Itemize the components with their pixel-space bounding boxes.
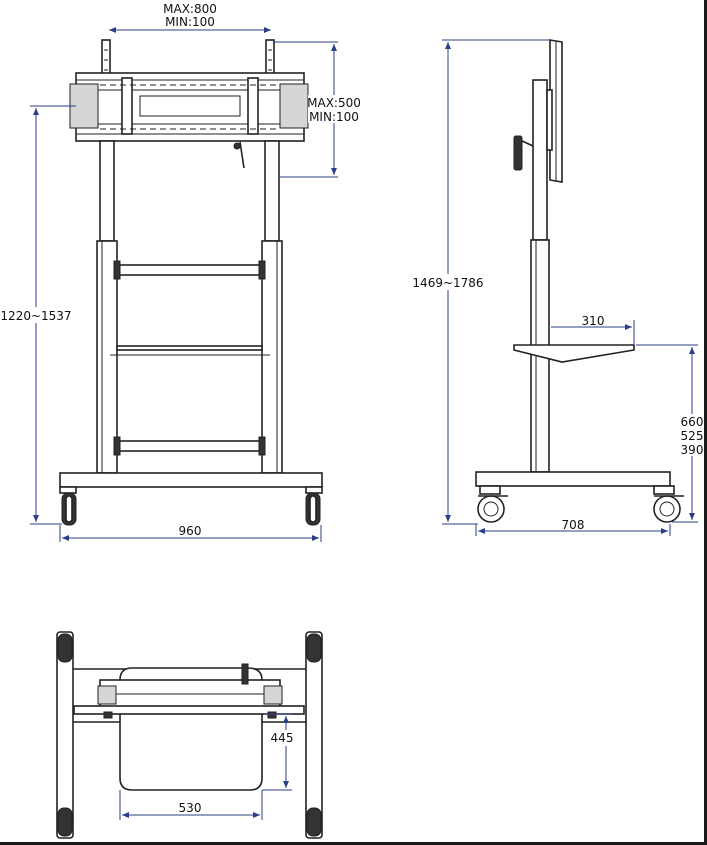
front-view: MAX:800 MIN:100 MAX:500 MIN:100 1220~153… [0, 2, 361, 542]
top-shelf-width-label: 530 [179, 801, 202, 815]
top-crank [241, 663, 249, 685]
lower-crossbar [116, 440, 263, 452]
front-width-max-label: MAX:800 [163, 2, 217, 16]
side-shelf-height-low: 390 [681, 443, 704, 457]
side-shelf [513, 344, 635, 363]
front-height-max-label: MAX:500 [307, 96, 361, 110]
front-height-range-label: 1220~1537 [0, 309, 71, 323]
top-left-column [97, 685, 117, 705]
side-shelf-height-high: 660 [681, 415, 704, 429]
side-upper-column [532, 79, 548, 241]
side-left-wheel [477, 495, 505, 523]
top-right-leg [305, 631, 323, 839]
upper-crossbar [116, 264, 263, 276]
crank-handle [513, 135, 523, 171]
front-base [59, 472, 323, 488]
top-right-column [263, 685, 283, 705]
front-height-min-label: MIN:100 [309, 110, 359, 124]
side-view: 1469~1786 310 660 525 390 708 [412, 39, 704, 536]
top-left-leg [56, 631, 74, 839]
mount-plate [75, 72, 305, 142]
side-base-depth-label: 708 [562, 518, 585, 532]
side-right-wheel [653, 495, 681, 523]
shelf-front [116, 345, 263, 351]
right-bracket-clamp [279, 83, 309, 129]
top-view: 445 530 [56, 631, 323, 839]
front-width-min-label: MIN:100 [165, 15, 215, 29]
side-shelf-depth-label: 310 [582, 314, 605, 328]
side-shelf-height-mid: 525 [681, 429, 704, 443]
side-base [475, 471, 671, 487]
front-base-width-label: 960 [179, 524, 202, 538]
top-shelf-depth-label: 445 [271, 731, 294, 745]
side-total-height-label: 1469~1786 [412, 276, 483, 290]
